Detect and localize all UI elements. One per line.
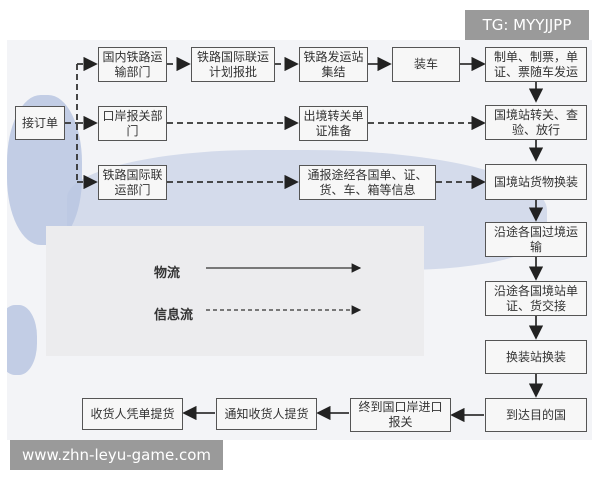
node-transit: 沿途各国过境运输 [485,222,587,257]
node-intl-rail-dept: 铁路国际联运部门 [98,165,167,200]
node-loading: 装车 [392,47,460,82]
node-import-customs: 终到国口岸进口报关 [350,398,451,432]
watermark-top: TG: MYYJJPP [465,10,589,40]
node-start: 接订单 [15,106,65,140]
node-domestic-rail: 国内铁路运输部门 [98,47,167,82]
node-notify-consignee: 通知收货人提货 [216,398,317,430]
node-handover: 沿途各国境站单证、货交接 [485,281,587,316]
node-station-collect: 铁路发运站集结 [299,47,368,82]
node-exit-docs: 出境转关单证准备 [299,106,368,141]
legend-material-flow: 物流 [154,266,181,281]
node-port-customs: 口岸报关部门 [98,106,167,141]
node-pickup: 收货人凭单提货 [82,398,183,430]
node-docs-dispatch: 制单、制票，单证、票随车发运 [485,47,587,82]
node-notify-info: 通报途经各国单、证、货、车、箱等信息 [299,165,436,200]
legend-info-flow: 信息流 [154,308,194,323]
node-intl-plan: 铁路国际联运计划报批 [191,47,275,82]
node-border-transship: 国境站货物换装 [485,164,587,200]
watermark-bottom: www.zhn-leyu-game.com [10,440,223,470]
map-land [7,305,37,375]
node-transfer-station: 换装站换装 [485,340,587,374]
node-arrive: 到达目的国 [485,398,587,432]
legend: 物流 信息流 [46,226,424,356]
node-border-release: 国境站转关、查验、放行 [485,105,587,140]
